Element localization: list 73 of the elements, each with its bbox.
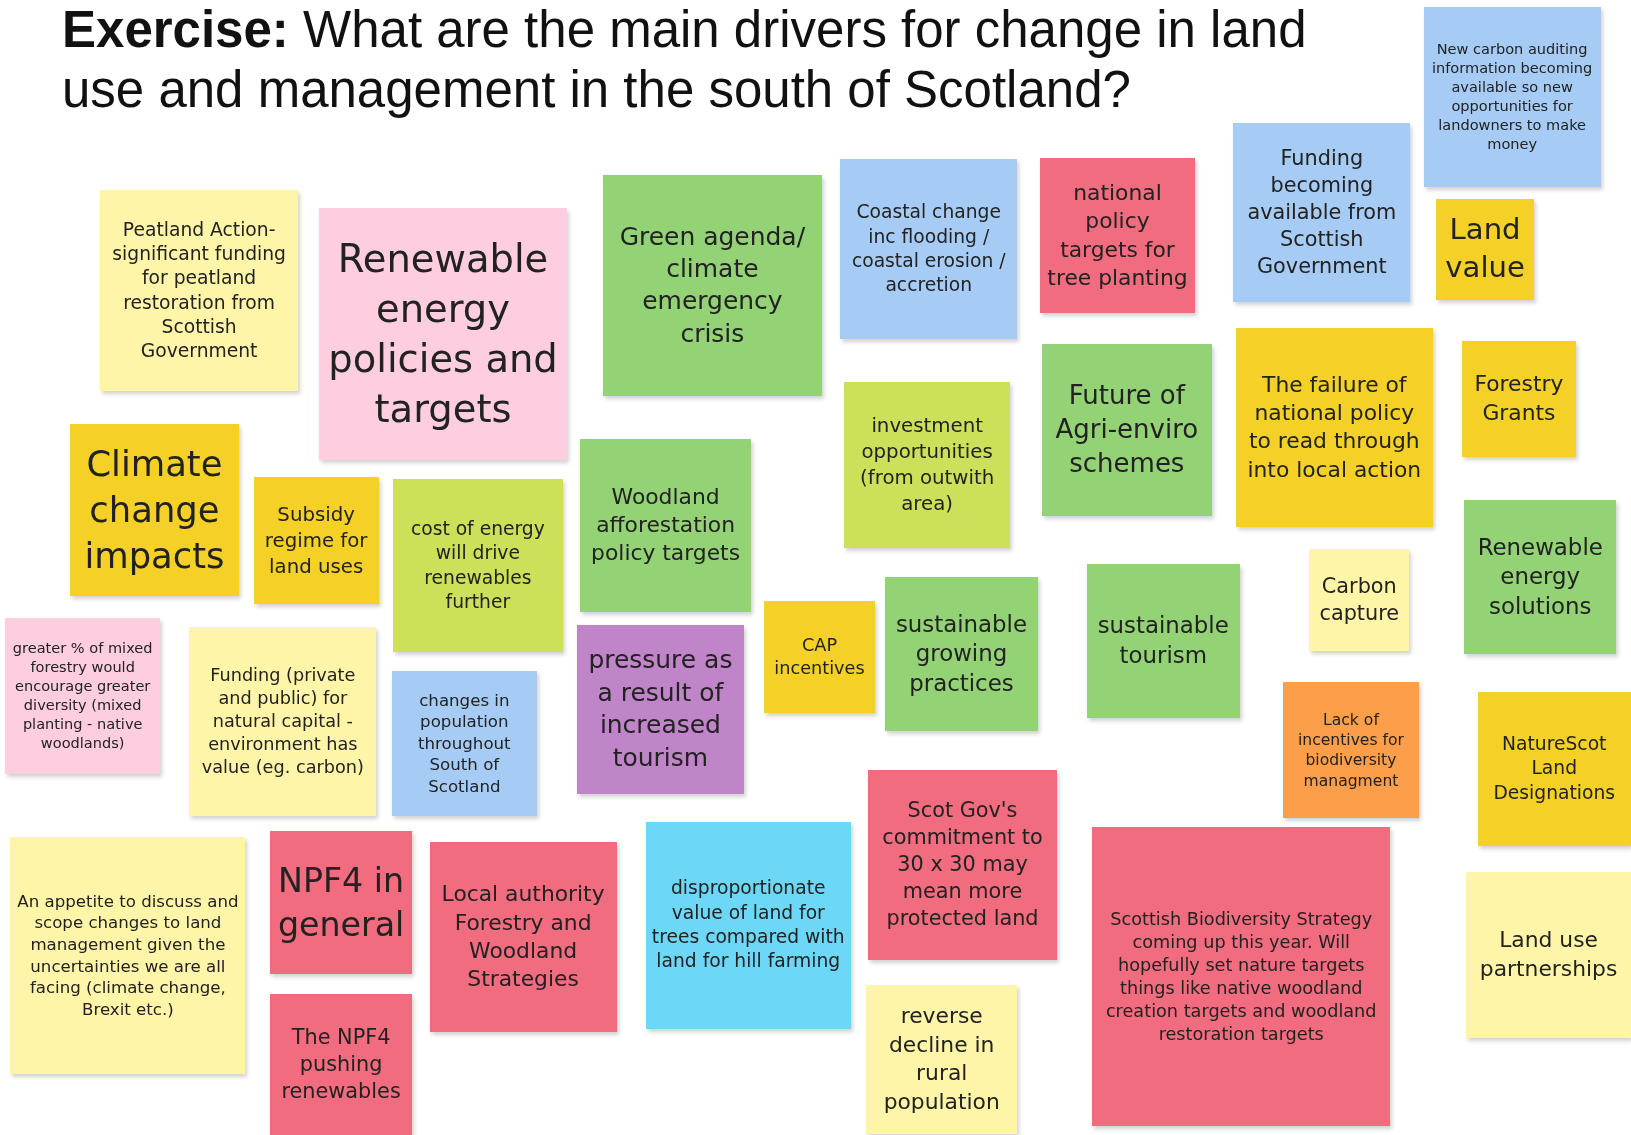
note-text: Land value <box>1444 211 1526 287</box>
note-text: Local authority Forestry and Woodland Strategies <box>440 880 606 994</box>
sticky-note <box>5 617 161 774</box>
note-text: changes in population throughout South of Scotland <box>417 689 512 798</box>
sticky-note <box>69 424 240 596</box>
note-text: Funding becoming available from Scottish Government <box>1246 144 1398 280</box>
note-text: reverse decline in rural population <box>882 1002 1001 1116</box>
note-text: Funding (private and public) for natural capital - environment has value (eg. carbon) <box>200 664 365 780</box>
sticky-note <box>1040 158 1195 314</box>
sticky-note <box>270 830 412 975</box>
note-text: NatureScot Land Designations <box>1492 732 1617 805</box>
note-text: Future of Agri-enviro schemes <box>1054 379 1200 480</box>
sticky-note <box>885 577 1038 732</box>
sticky-note <box>580 438 751 612</box>
sticky-note <box>429 842 617 1032</box>
sticky-note <box>868 769 1057 960</box>
sticky-note <box>393 479 563 653</box>
sticky-note <box>645 821 851 1029</box>
sticky-note <box>1462 341 1576 457</box>
note-text: sustainable tourism <box>1096 610 1230 670</box>
note-text: investment opportunities (from outwith area) <box>859 413 996 517</box>
sticky-note <box>1086 563 1240 718</box>
note-text: pressure as a result of increased tourism <box>587 644 734 774</box>
note-text: Woodland afforestation policy targets <box>590 482 742 568</box>
sticky-note <box>253 477 379 605</box>
note-text: Coastal change inc flooding / coastal erosion / accretion <box>850 200 1007 298</box>
note-text: Green agenda/ climate emergency crisis <box>618 220 807 350</box>
sticky-note <box>840 159 1018 339</box>
note-text: An appetite to discuss and scope changes to land management given the uncertainties we are all facing (climate change, Brexit etc.) <box>16 890 240 1021</box>
heading: Exercise: What are the main drivers for change in land use and management in the south of Scotland? <box>62 0 1308 120</box>
note-text: Scottish Biodiversity Strategy coming up this year. Will hopefully set nature targets things like native woodland creation targets and woodland restoration targets <box>1104 907 1378 1046</box>
note-text: Subsidy regime for land uses <box>263 502 369 580</box>
sticky-note <box>1309 549 1410 651</box>
sticky-note <box>1464 500 1617 655</box>
sticky-note <box>189 627 377 817</box>
note-text: Forestry Grants <box>1473 370 1565 427</box>
note-text: Land use partnerships <box>1478 926 1619 983</box>
sticky-note <box>866 984 1018 1134</box>
note-text: sustainable growing practices <box>894 609 1029 698</box>
sticky-note <box>1436 198 1534 300</box>
note-text: Climate change impacts <box>83 442 226 579</box>
sticky-note <box>1423 7 1601 188</box>
sticky-note <box>1466 871 1631 1038</box>
sticky-note <box>1283 682 1419 819</box>
note-text: greater % of mixed forestry would encourage greater diversity (mixed planting - native woodlands) <box>11 639 154 753</box>
note-text: The NPF4 pushing renewables <box>280 1023 402 1105</box>
note-text: New carbon auditing information becoming available so new opportunities for landowners to make money <box>1431 40 1594 154</box>
sticky-note <box>603 174 822 397</box>
sticky-note <box>844 381 1010 549</box>
sticky-note <box>99 190 299 392</box>
note-text: The failure of national policy to read through into local action <box>1246 370 1423 484</box>
sticky-note <box>1235 327 1434 528</box>
note-text: cost of energy will drive renewables further <box>409 517 546 615</box>
note-text: NPF4 in general <box>276 860 406 946</box>
sticky-note <box>1092 826 1391 1127</box>
sticky-note <box>1042 344 1212 516</box>
note-text: CAP incentives <box>773 634 866 681</box>
note-text: Renewable energy policies and targets <box>327 234 559 433</box>
sticky-note <box>392 670 537 817</box>
sticky-note <box>319 208 567 460</box>
sticky-note <box>270 994 412 1135</box>
note-text: disproportionate value of land for trees compared with land for hill farming <box>651 876 845 974</box>
note-text: Lack of incentives for biodiversity managment <box>1296 709 1405 791</box>
sticky-note <box>1233 122 1411 302</box>
sticky-note <box>10 837 246 1075</box>
note-text: national policy targets for tree planting <box>1046 178 1189 292</box>
note-text: Renewable energy solutions <box>1476 532 1604 622</box>
note-text: Carbon capture <box>1318 573 1401 628</box>
sticky-note <box>1477 691 1631 846</box>
sticky-note <box>577 625 744 794</box>
sticky-note <box>764 601 875 714</box>
note-text: Scot Gov's commitment to 30 x 30 may mean more protected land <box>881 797 1044 933</box>
note-text: Peatland Action- significant funding for peatland restoration from Scottish Government <box>111 217 287 364</box>
